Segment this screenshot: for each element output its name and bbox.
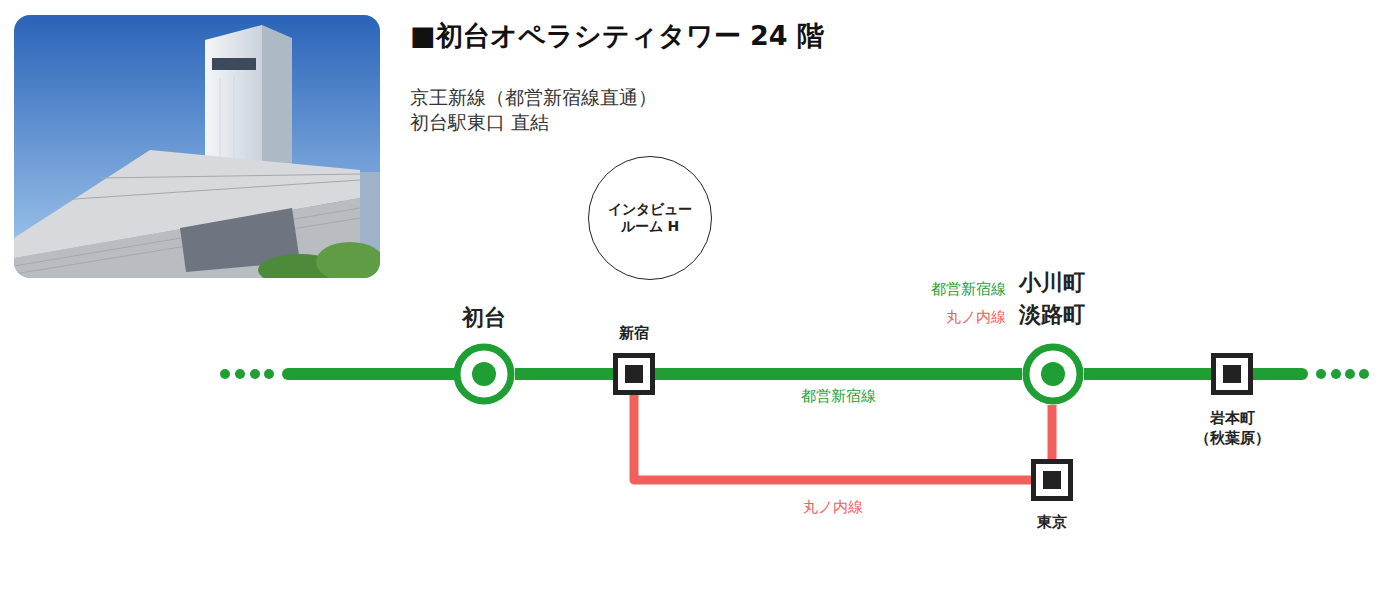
station-marker: 新宿 — [613, 353, 655, 395]
trees — [316, 242, 380, 278]
interchange-station: 初台 — [453, 343, 515, 405]
subway-line — [515, 368, 613, 380]
line-name: 都営新宿線 — [797, 387, 880, 405]
station-core — [625, 365, 643, 383]
interchange-station: 都営新宿線小川町丸ノ内線淡路町 — [1022, 343, 1084, 405]
building-photo — [14, 15, 380, 278]
station-name: 丸ノ内線 — [946, 308, 1006, 326]
station-frame — [616, 356, 653, 393]
interchange-station-shape — [453, 343, 515, 405]
station-dot — [472, 362, 496, 386]
station-marker-shape — [1211, 353, 1253, 395]
station-marker-shape — [613, 353, 655, 395]
room-name: インタビュー ルーム H — [604, 201, 696, 235]
station-name: 都営新宿線 — [931, 280, 1006, 298]
station-core — [1043, 471, 1061, 489]
station-marker-shape — [1031, 459, 1073, 501]
station-name: 初台 — [462, 305, 506, 331]
subway-line — [1084, 368, 1211, 380]
station-name: 東京 — [1037, 513, 1067, 531]
station-name: 淡路町 — [1019, 302, 1085, 328]
access-note: 京王新線（都営新宿線直通） — [410, 86, 657, 110]
room-circle: インタビュー ルーム H — [588, 156, 712, 280]
line-name: 丸ノ内線 — [799, 498, 867, 516]
subway-line — [655, 368, 1022, 380]
subway-line — [634, 395, 1031, 480]
sky — [14, 15, 380, 278]
tower-window-band — [212, 58, 256, 70]
station-marker: 岩本町（秋葉原） — [1211, 353, 1253, 395]
station-ring — [457, 347, 511, 401]
station-frame — [1034, 462, 1071, 499]
page-title: ■初台オペラシティタワー 24 階 — [410, 20, 824, 52]
station-name: （秋葉原） — [1195, 429, 1270, 447]
access-note: 初台駅東口 直結 — [410, 111, 549, 135]
interchange-station-shape — [1022, 343, 1084, 405]
station-marker: 東京 — [1031, 459, 1073, 501]
station-ring — [1026, 347, 1080, 401]
station-frame — [1214, 356, 1251, 393]
station-core — [1223, 365, 1241, 383]
subway-line — [1048, 405, 1057, 459]
station-dot — [1041, 362, 1065, 386]
station-name: 新宿 — [619, 324, 649, 342]
station-name: 岩本町 — [1210, 409, 1255, 427]
line-extension — [288, 374, 1302, 375]
continuation-dots — [220, 369, 1369, 379]
station-name: 小川町 — [1019, 270, 1085, 296]
